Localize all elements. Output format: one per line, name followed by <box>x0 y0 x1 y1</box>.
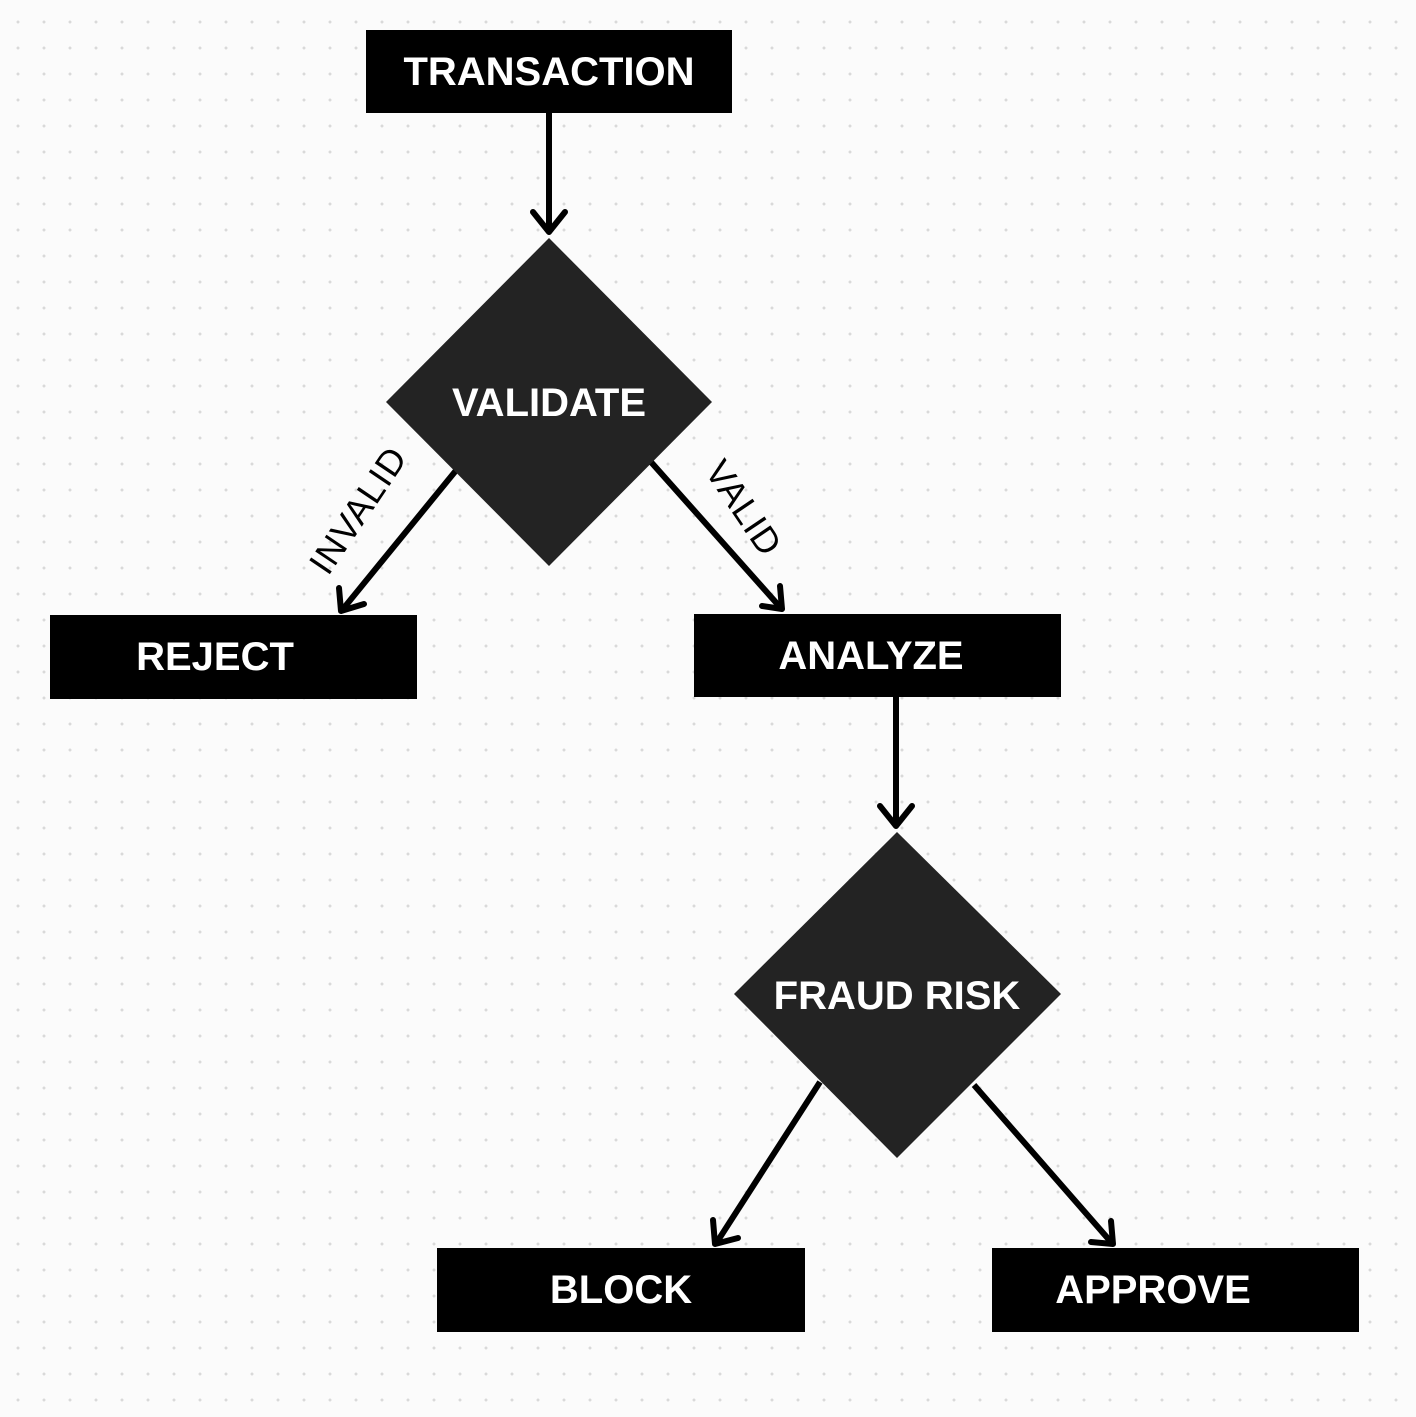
arrowhead-icon <box>530 209 568 235</box>
edge-transaction-to-validate <box>530 112 568 235</box>
node-label-validate: VALIDATE <box>452 381 646 425</box>
node-label-analyze: ANALYZE <box>778 634 963 678</box>
node-diamond <box>386 238 712 566</box>
edge-fraud-risk-to-approve <box>971 1083 1116 1247</box>
edge-analyze-to-fraud-risk <box>877 696 915 829</box>
node-analyze: ANALYZE <box>694 614 1061 697</box>
node-box <box>366 30 732 113</box>
node-label-fraud-risk: FRAUD RISK <box>774 974 1021 1018</box>
edge-line <box>971 1083 1114 1244</box>
edge-line <box>340 466 461 611</box>
edge-line <box>648 460 783 609</box>
arrowhead-icon <box>336 585 367 614</box>
node-label-transaction: TRANSACTION <box>403 50 694 94</box>
node-label-reject: REJECT <box>136 635 294 679</box>
arrowhead-icon <box>1088 1218 1116 1247</box>
node-box <box>992 1248 1359 1332</box>
node-block: BLOCK <box>437 1248 805 1332</box>
node-box <box>50 615 417 699</box>
arrowhead-icon <box>759 583 785 612</box>
node-fraud-risk: FRAUD RISK <box>734 832 1061 1158</box>
node-diamond <box>734 832 1061 1158</box>
edge-label-valid: VALID <box>697 452 790 563</box>
node-box <box>437 1248 805 1332</box>
arrowhead-icon <box>877 803 915 829</box>
node-label-approve: APPROVE <box>1055 1268 1251 1312</box>
node-transaction: TRANSACTION <box>366 30 732 113</box>
node-reject: REJECT <box>50 615 417 699</box>
node-validate: VALIDATE <box>386 238 712 566</box>
edge-line <box>714 1080 823 1244</box>
node-approve: APPROVE <box>992 1248 1359 1332</box>
edge-fraud-risk-to-block <box>710 1080 823 1247</box>
node-box <box>694 614 1061 697</box>
node-label-block: BLOCK <box>550 1268 692 1312</box>
edge-validate-to-analyze <box>648 460 785 612</box>
arrowhead-icon <box>710 1217 741 1247</box>
edge-label-invalid: INVALID <box>301 439 416 582</box>
edge-validate-to-reject <box>336 466 461 614</box>
